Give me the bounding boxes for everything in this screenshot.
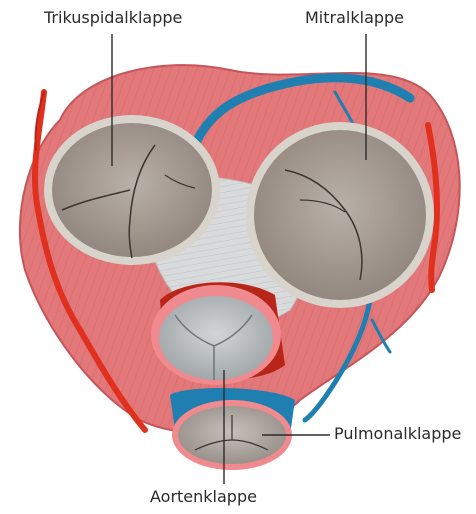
label-pulmonary-valve: Pulmonalklappe [334,426,461,442]
aortic-valve [151,285,281,385]
label-mitral-valve: Mitralklappe [305,10,404,26]
label-aortic-valve: Aortenklappe [150,489,257,505]
label-tricuspid-valve: Trikuspidalklappe [44,10,182,26]
tricuspid-valve [44,115,220,265]
mitral-valve [246,122,434,308]
